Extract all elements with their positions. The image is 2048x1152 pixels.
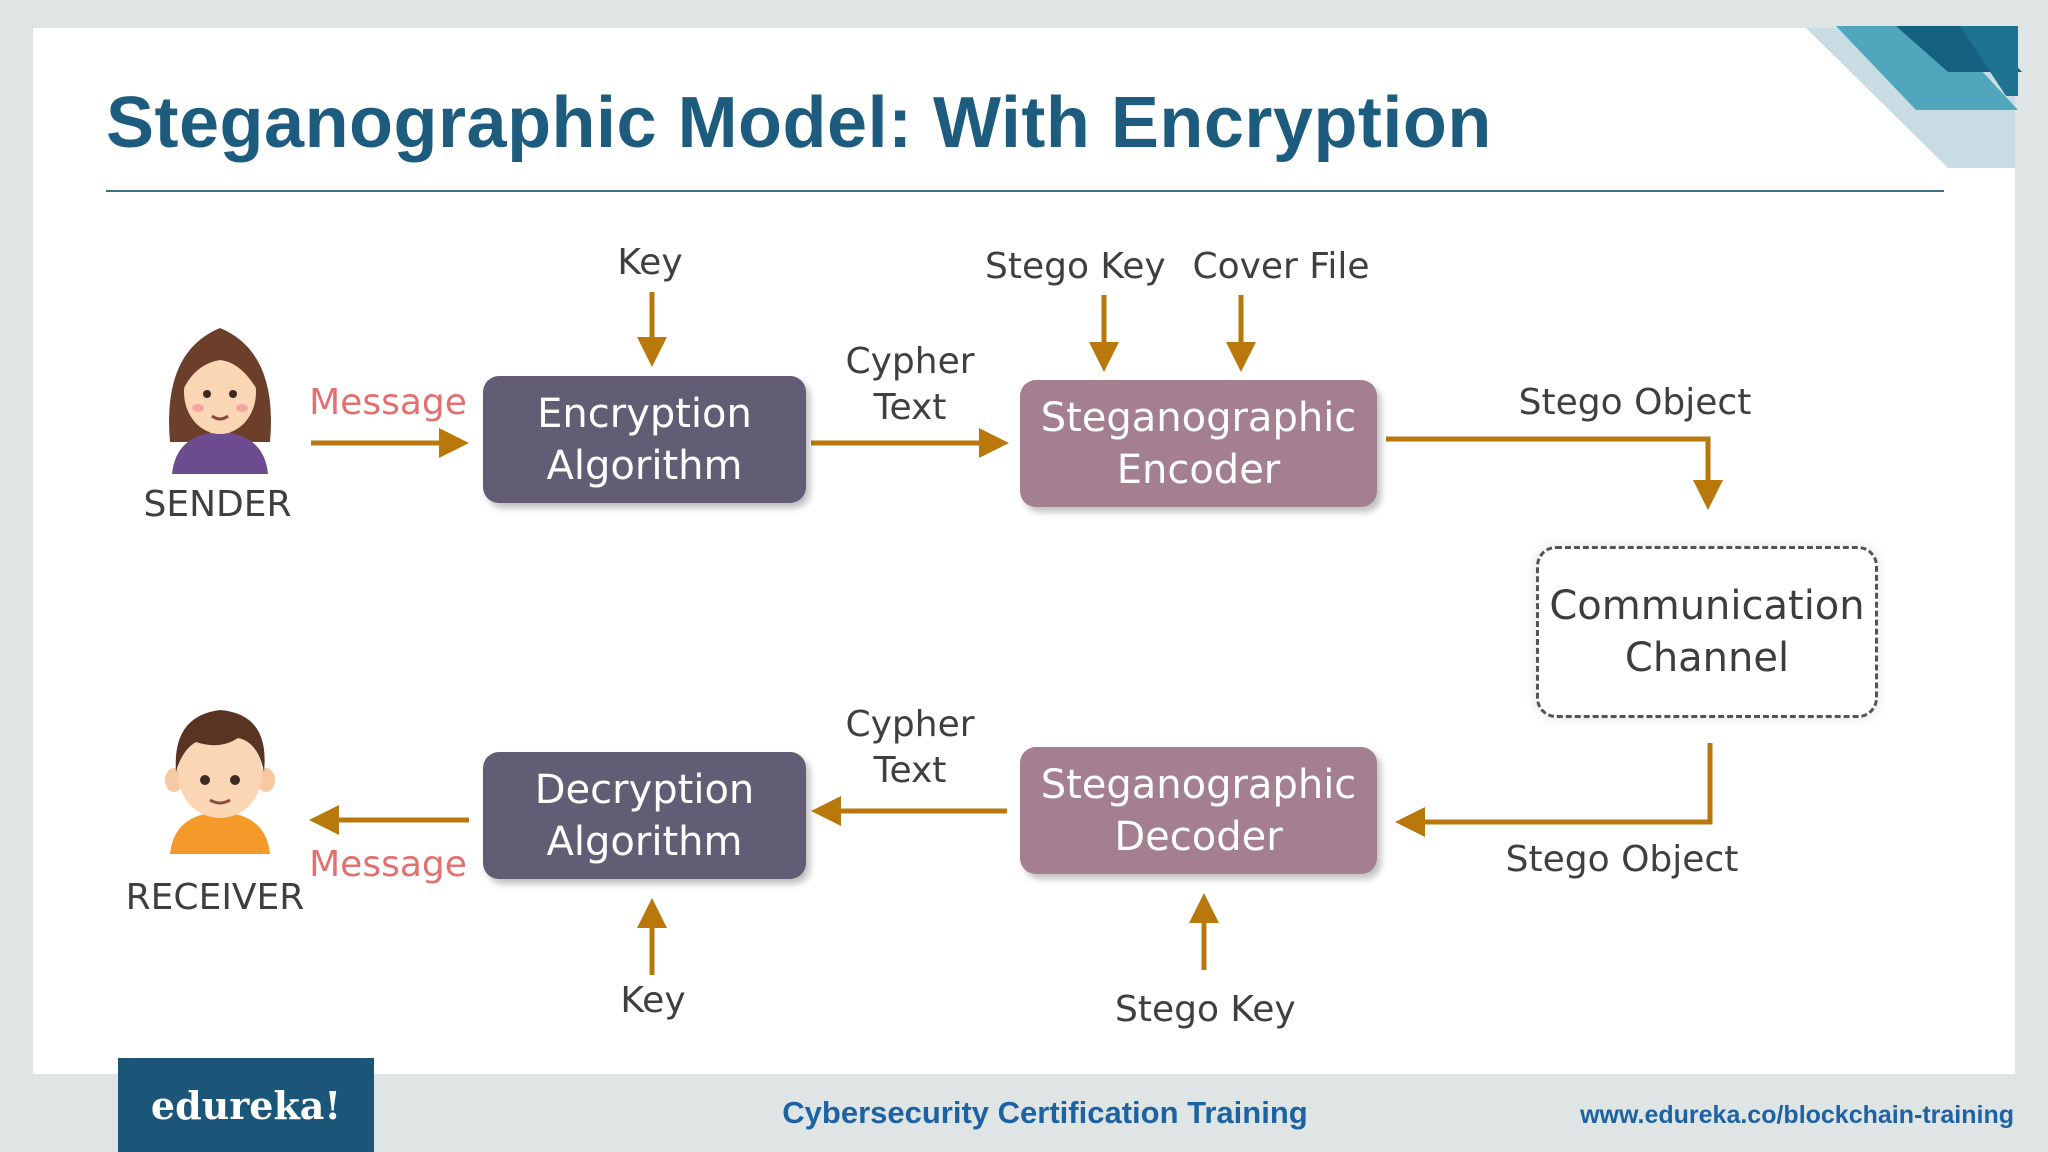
sender-message-label: Message [309,382,467,423]
channel-line-1: Communication [1549,583,1865,629]
encoder-stego-object-label: Stego Object [1518,382,1752,423]
encryption-box-line-1: Encryption [537,390,752,437]
title-divider [106,190,1944,192]
receiver-label: RECEIVER [125,877,305,918]
cypher-text-label-bottom: Cypher Text [845,704,975,791]
communication-channel-box: Communication Channel [1536,546,1878,718]
steganographic-decoder-box: Steganographic Decoder [1020,747,1377,874]
sender-label: SENDER [143,484,292,525]
decryption-box-line-2: Algorithm [546,818,743,865]
channel-line-2: Channel [1624,635,1790,681]
decryption-key-label: Key [620,980,686,1021]
cypher-text-label-top: Cypher Text [845,341,975,428]
encryption-algorithm-box: Encryption Algorithm [483,376,806,503]
arrow-channel-to-decoder [1395,743,1713,837]
decoder-box-line-2: Decoder [1114,813,1283,860]
encoder-box-line-2: Encoder [1116,446,1281,493]
footer-url[interactable]: www.edureka.co/blockchain-training [1580,1101,2014,1129]
receiver-message-label: Message [309,844,467,885]
encryption-box-line-2: Algorithm [546,442,743,489]
decoder-stego-key-label: Stego Key [1115,989,1296,1030]
decryption-algorithm-box: Decryption Algorithm [483,752,806,879]
steganographic-encoder-box: Steganographic Encoder [1020,380,1377,507]
encoder-box-line-1: Steganographic [1040,394,1357,441]
edureka-logo: edureka! [118,1058,374,1152]
encryption-key-label: Key [617,242,683,283]
decoder-box-line-1: Steganographic [1040,761,1357,808]
footer-course-title: Cybersecurity Certification Training [782,1095,1308,1130]
arrow-encoder-to-channel [1386,436,1723,510]
encoder-stego-key-label: Stego Key [985,246,1166,287]
decoder-stego-object-label: Stego Object [1505,839,1739,880]
cover-file-label: Cover File [1192,246,1370,287]
decryption-box-line-1: Decryption [534,766,755,813]
male-avatar-icon [165,710,275,854]
female-avatar-icon [169,328,271,474]
slide-title: Steganographic Model: With Encryption [106,83,1492,163]
